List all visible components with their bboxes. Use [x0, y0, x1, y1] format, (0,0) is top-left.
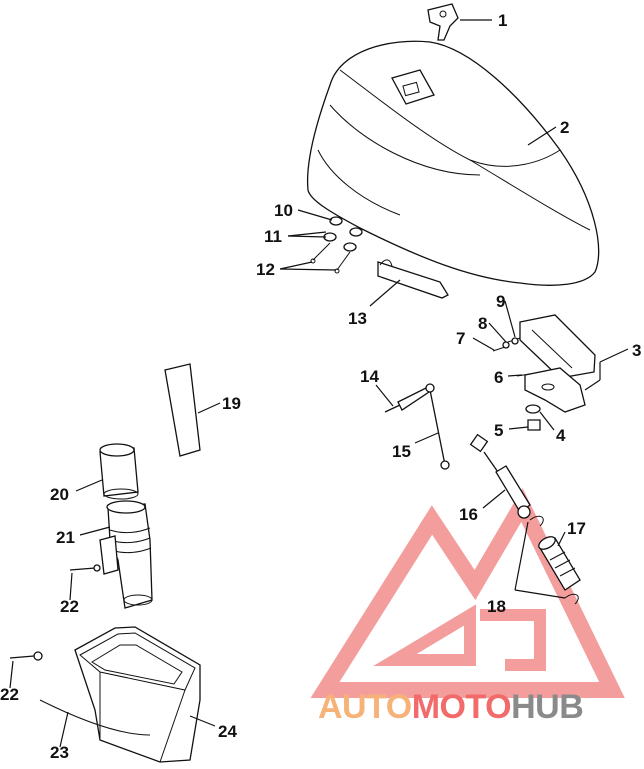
callout-7: 7	[456, 329, 465, 348]
callout-2: 2	[560, 118, 569, 137]
part-21-boot	[99, 500, 153, 609]
callout-13: 13	[348, 309, 367, 328]
callout-3: 3	[632, 341, 641, 360]
callout-24: 24	[218, 722, 237, 741]
part-16-gas-strut	[469, 433, 531, 519]
part-2-hood	[306, 40, 600, 286]
callout-19: 19	[222, 394, 241, 413]
parts-17-18-bushing	[514, 515, 581, 605]
watermark-text: AUTOMOTOHUB	[318, 688, 584, 726]
callout-1: 1	[498, 11, 507, 30]
part-13-handle	[377, 259, 449, 299]
callout-21: 21	[56, 528, 75, 547]
leader-lines	[9, 19, 629, 748]
callout-23: 23	[50, 743, 69, 762]
callout-8: 8	[478, 314, 487, 333]
callout-17: 17	[567, 519, 586, 538]
callout-labels: 1 2 3 4 5 6 7 8 9 10 11 12 13 14 15 16 1…	[0, 11, 641, 762]
part-3-hinge-bracket	[492, 314, 596, 431]
callout-6: 6	[494, 368, 503, 387]
watermark-logo	[310, 488, 625, 698]
callout-5: 5	[494, 421, 503, 440]
parts-14-15-rod	[384, 383, 450, 470]
callout-22-upper: 22	[60, 597, 79, 616]
callout-9: 9	[496, 292, 505, 311]
part-19-strip	[164, 363, 201, 457]
part-24-storage-bin	[74, 626, 201, 763]
watermark-moto: MOTO	[412, 688, 511, 726]
callout-12: 12	[256, 260, 275, 279]
callout-15: 15	[392, 442, 411, 461]
callout-16: 16	[459, 505, 478, 524]
parts-10-11-12-fasteners	[310, 216, 363, 274]
svg-text:AUTOMOTOHUB: AUTOMOTOHUB	[318, 688, 583, 726]
callout-20: 20	[50, 485, 69, 504]
callout-14: 14	[360, 367, 379, 386]
parts-22-screws	[9, 564, 101, 661]
callout-11: 11	[264, 227, 282, 246]
watermark-hub: HUB	[511, 688, 583, 726]
part-1-latch	[427, 3, 459, 41]
callout-4: 4	[556, 426, 566, 445]
watermark-auto: AUTO	[318, 688, 412, 726]
part-20-cup	[99, 443, 139, 500]
callout-10: 10	[274, 201, 293, 220]
callout-22-lower: 22	[0, 685, 19, 704]
part-23-gasket	[39, 699, 151, 736]
callout-18: 18	[487, 597, 506, 616]
